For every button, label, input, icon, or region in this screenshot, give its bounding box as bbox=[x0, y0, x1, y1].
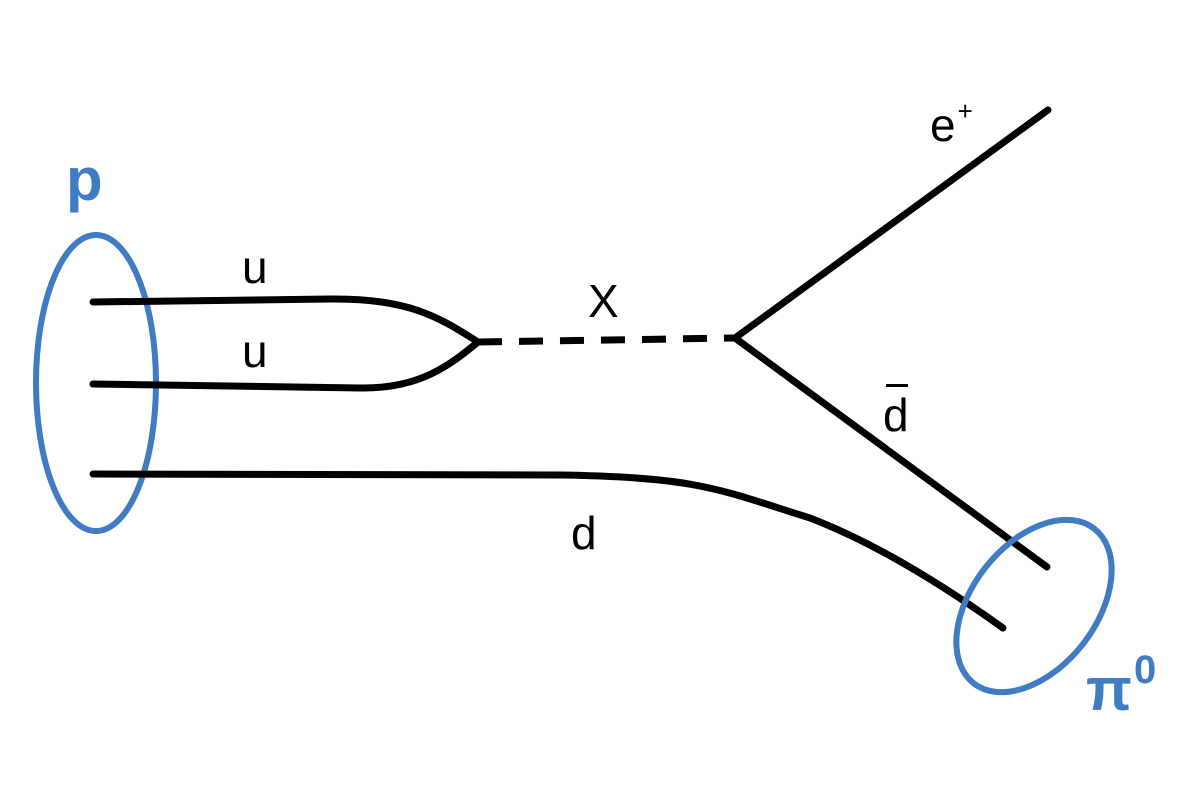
pion-ellipse bbox=[953, 516, 1115, 696]
positron-symbol: e bbox=[930, 99, 956, 151]
up-quark-line-2 bbox=[89, 338, 482, 392]
proton-label: p bbox=[66, 146, 103, 213]
up-quark-label-1: u bbox=[242, 241, 268, 293]
x-boson-propagator bbox=[477, 334, 736, 346]
x-boson-label: X bbox=[588, 275, 619, 327]
pion-charge: 0 bbox=[1133, 648, 1157, 692]
down-quark-line bbox=[89, 470, 1007, 632]
pion-symbol: π bbox=[1086, 656, 1132, 723]
positron-charge: + bbox=[957, 96, 973, 126]
positron-label: e+ bbox=[930, 98, 973, 151]
down-quark-label: d bbox=[571, 507, 597, 559]
up-quark-label-2: u bbox=[242, 325, 268, 377]
up-quark-line-1 bbox=[89, 295, 482, 346]
anti-down-quark-line bbox=[731, 334, 1051, 571]
positron-line bbox=[731, 106, 1052, 342]
anti-down-quark-label: d bbox=[883, 384, 909, 441]
anti-down-quark-symbol: d bbox=[883, 384, 909, 441]
pion-label: π0 bbox=[1086, 650, 1156, 720]
